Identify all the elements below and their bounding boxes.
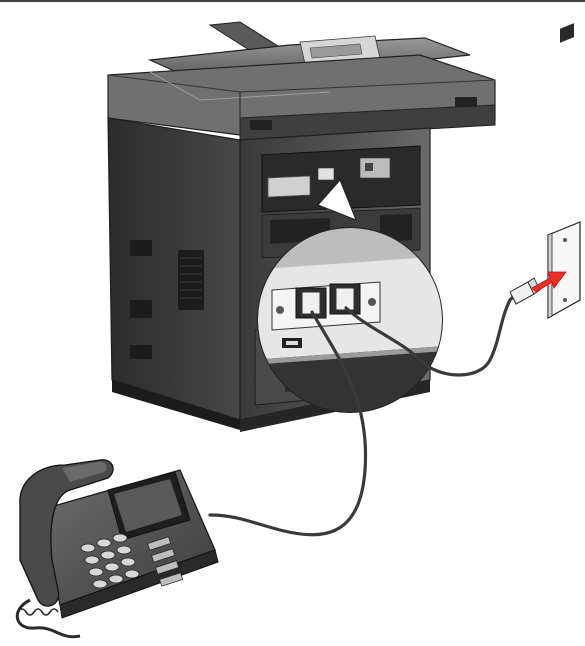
telephone-icon bbox=[17, 460, 218, 637]
